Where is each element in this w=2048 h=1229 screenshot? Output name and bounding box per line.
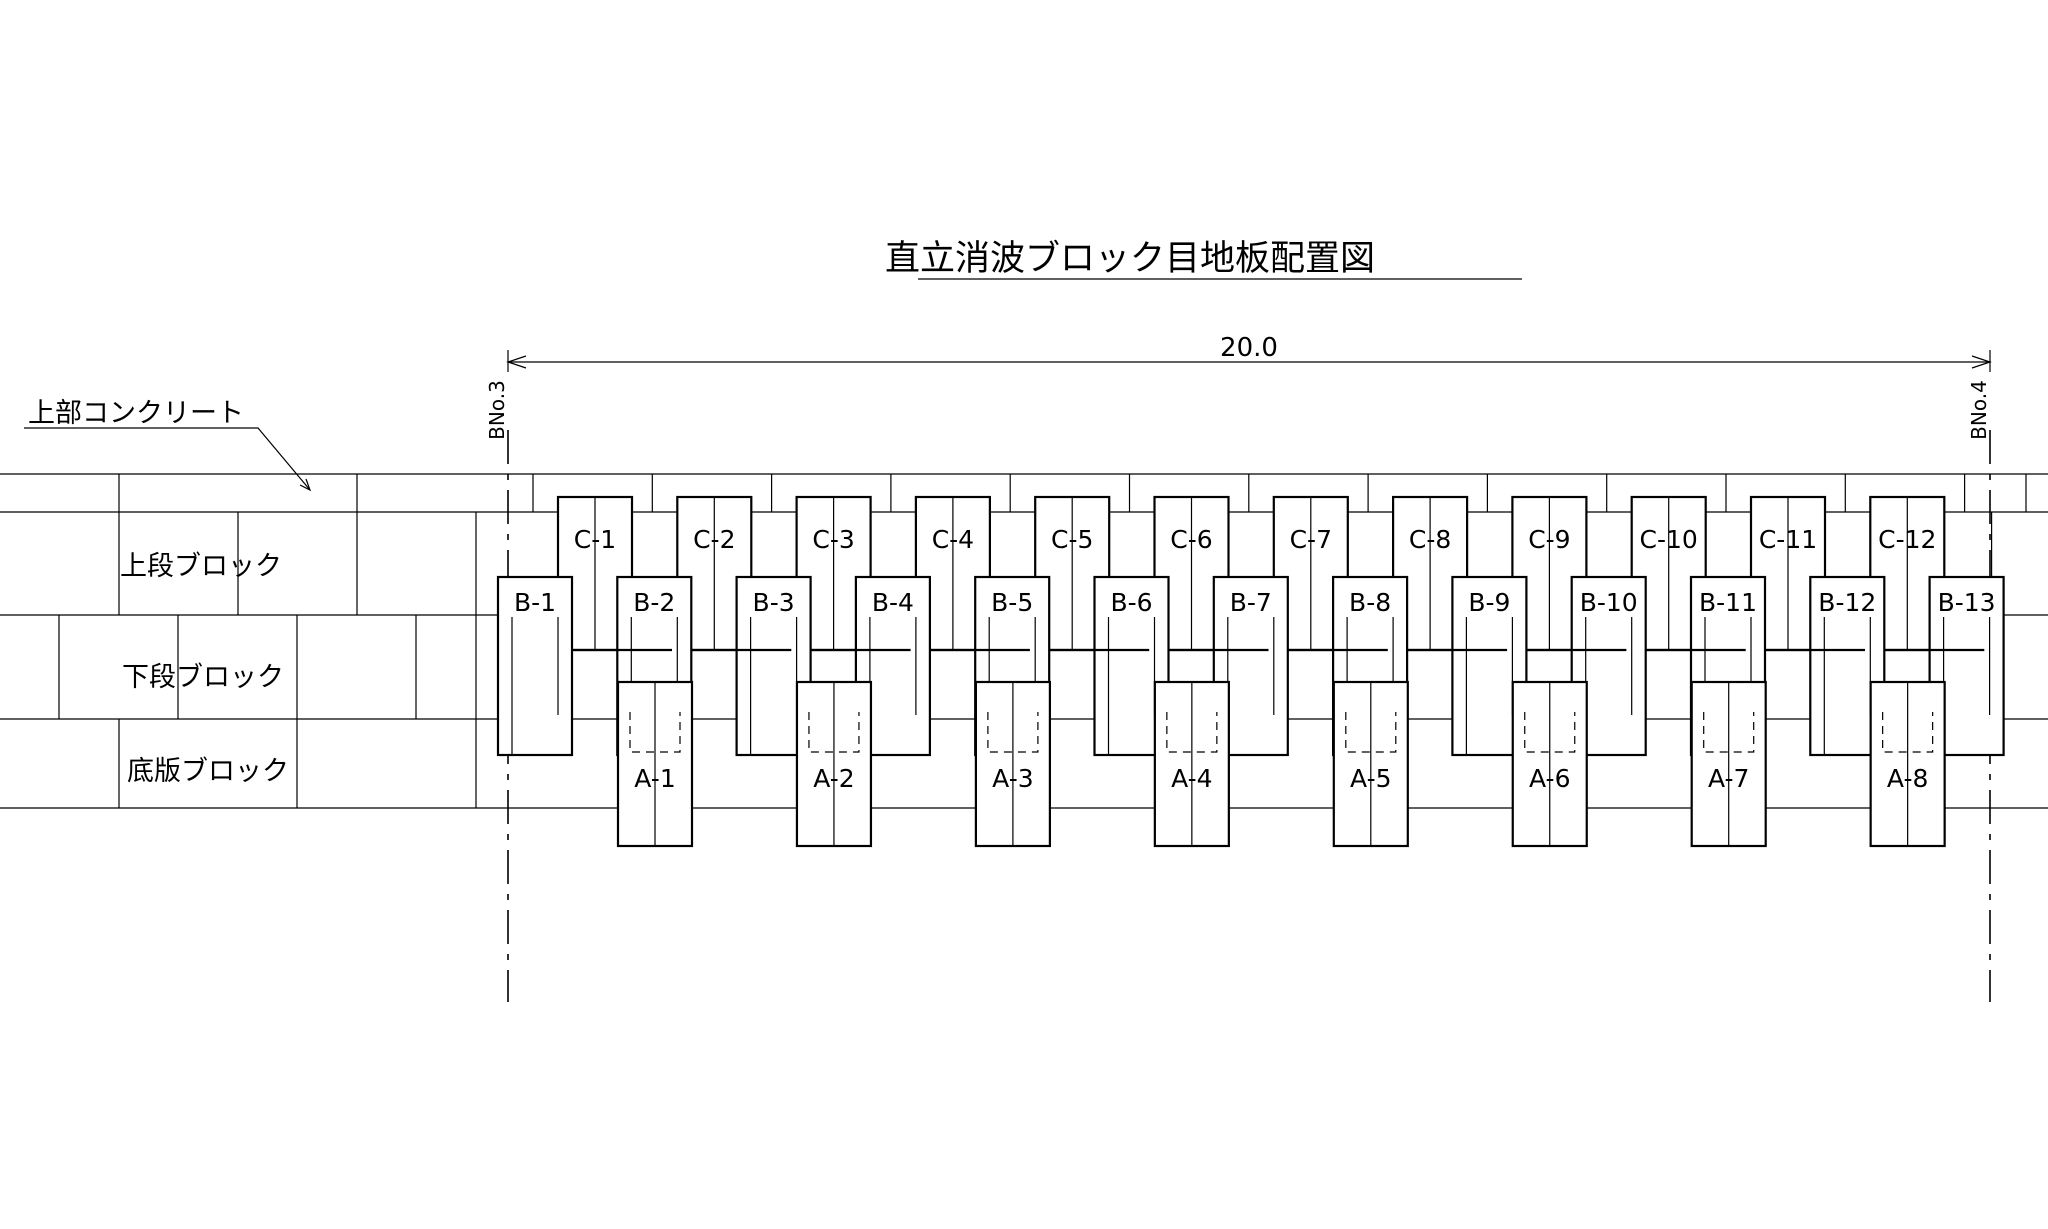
hidden-edge xyxy=(1345,712,1397,753)
block-label-c: C-8 xyxy=(1409,525,1451,554)
block-label-b: B-1 xyxy=(514,588,556,617)
block-label-b: B-8 xyxy=(1349,588,1391,617)
block-label-c: C-1 xyxy=(574,525,616,554)
legend-joints xyxy=(58,474,477,808)
hidden-edge xyxy=(987,712,1039,753)
block-label-b: B-9 xyxy=(1468,588,1510,617)
block-label-c: C-2 xyxy=(693,525,735,554)
joint-plate-blocks-group xyxy=(496,495,2005,848)
dimension-line xyxy=(506,350,1992,372)
block-label-c: C-6 xyxy=(1170,525,1212,554)
block-label-b: B-4 xyxy=(872,588,914,617)
joint-plate-b xyxy=(496,575,574,757)
block-label-b: B-13 xyxy=(1938,588,1996,617)
hidden-edge xyxy=(808,712,860,753)
block-label-a: A-6 xyxy=(1529,764,1570,793)
hidden-edge xyxy=(1524,712,1576,753)
station-label-start: BNo.3 xyxy=(485,380,509,440)
hidden-edge xyxy=(1882,712,1934,753)
row-label-upper: 上段ブロック xyxy=(120,551,282,582)
block-label-b: B-2 xyxy=(633,588,675,617)
leader-line xyxy=(24,427,311,491)
block-label-b: B-5 xyxy=(991,588,1033,617)
station-label-end: BNo.4 xyxy=(1967,380,1991,440)
row-label-base: 底版ブロック xyxy=(127,756,289,787)
block-label-b: B-11 xyxy=(1699,588,1757,617)
drawing-title: 直立消波ブロック目地板配置図 xyxy=(885,239,1375,279)
dimension-value: 20.0 xyxy=(1220,333,1278,363)
block-label-c: C-9 xyxy=(1528,525,1570,554)
hidden-edge xyxy=(1703,712,1755,753)
block-label-b: B-7 xyxy=(1230,588,1272,617)
block-label-a: A-8 xyxy=(1887,764,1928,793)
block-label-c: C-7 xyxy=(1290,525,1332,554)
block-label-b: B-12 xyxy=(1818,588,1876,617)
block-label-c: C-12 xyxy=(1878,525,1936,554)
row-label-lower: 下段ブロック xyxy=(122,662,284,693)
block-label-a: A-5 xyxy=(1350,764,1391,793)
block-label-c: C-4 xyxy=(932,525,974,554)
block-labels-group: C-1 C-2 C-3 C-4 C-5 C-6 C-7 C-8 C-9 C-10 C-11 C-12B… xyxy=(514,525,1996,793)
leader-arrowhead xyxy=(299,478,312,492)
block-label-a: A-2 xyxy=(813,764,854,793)
block-label-b: B-3 xyxy=(753,588,795,617)
block-label-a: A-3 xyxy=(992,764,1033,793)
block-label-a: A-7 xyxy=(1708,764,1749,793)
block-label-c: C-11 xyxy=(1759,525,1817,554)
block-label-b: B-6 xyxy=(1110,588,1152,617)
hidden-edge xyxy=(629,712,681,753)
block-label-a: A-1 xyxy=(634,764,675,793)
hidden-edge xyxy=(1166,712,1218,753)
block-label-c: C-10 xyxy=(1640,525,1698,554)
block-label-c: C-3 xyxy=(812,525,854,554)
upper-concrete-label: 上部コンクリート xyxy=(28,398,244,429)
block-label-a: A-4 xyxy=(1171,764,1212,793)
block-label-c: C-5 xyxy=(1051,525,1093,554)
block-label-b: B-10 xyxy=(1580,588,1638,617)
